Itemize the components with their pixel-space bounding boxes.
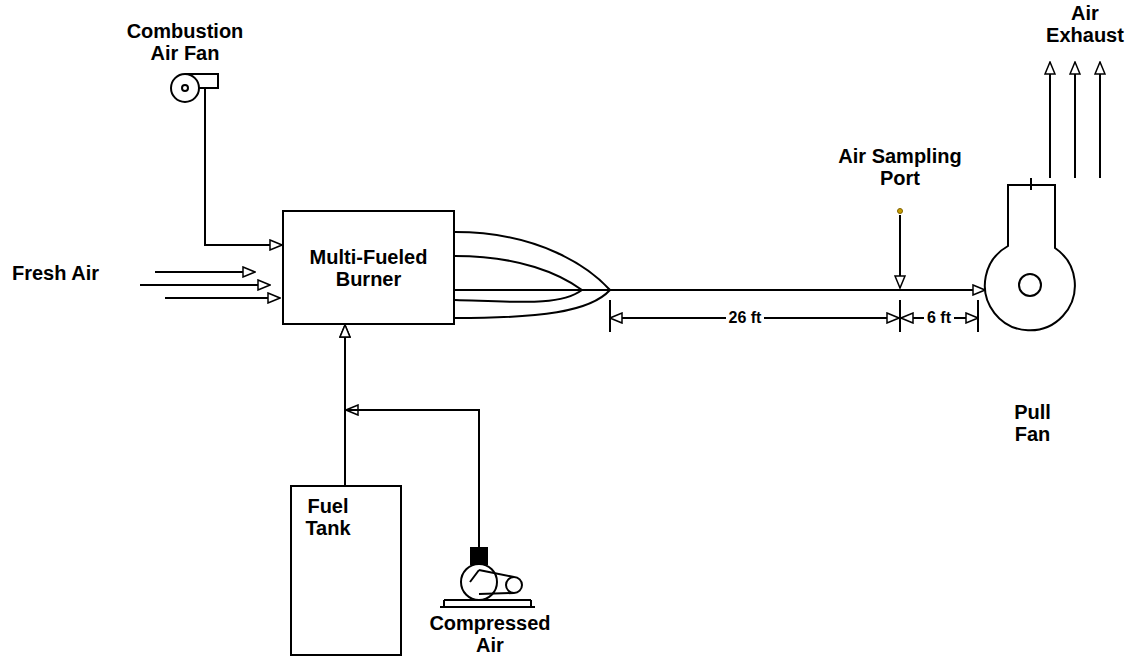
node-text: Pull Fan — [1005, 401, 1060, 445]
tank-box: Fuel Tank — [290, 485, 402, 656]
pull-fan-group: Pull Fan — [985, 240, 1080, 445]
fan-label-group: Combustion Air Fan — [120, 20, 250, 88]
connector — [455, 289, 985, 291]
sampling-port-dot — [898, 209, 903, 214]
exhaust-arrow — [1099, 62, 1101, 178]
dimension-tick — [977, 300, 979, 332]
pull-fan-housing — [985, 185, 1075, 330]
sampling-port-leader — [899, 215, 901, 288]
fan-outlet — [185, 74, 218, 88]
node-text: Combustion Air Fan — [120, 20, 250, 64]
compressor-group: Compressed Air — [425, 530, 555, 656]
dimension-text: 26 ft — [726, 309, 765, 326]
connector — [205, 88, 282, 245]
fresh-air-arrow — [165, 297, 280, 299]
dimension-tick — [609, 300, 611, 332]
pull-fan-notch — [1030, 178, 1032, 190]
fan-hub — [182, 85, 188, 91]
flow-label: Air Exhaust — [1035, 2, 1135, 46]
node-text: Multi-Fueled Burner — [289, 246, 449, 290]
exhaust-arrow — [1074, 62, 1076, 178]
compressor-belt — [470, 570, 514, 594]
burner-box: Multi-Fueled Burner — [282, 210, 455, 325]
pull-fan-hub — [1019, 274, 1041, 296]
flame-outer — [455, 232, 610, 318]
fan-housing — [171, 74, 199, 102]
node-text: Compressed Air — [425, 612, 555, 656]
flame-inner — [455, 256, 582, 302]
fresh-air-arrow — [140, 284, 270, 286]
fresh-air-arrow — [155, 271, 255, 273]
flow-label: Fresh Air — [12, 262, 142, 284]
compressor-pulley — [506, 577, 522, 593]
compressor-motor — [471, 548, 487, 564]
dimension-label: 26 ft — [710, 308, 780, 328]
node-text: Fuel Tank — [298, 495, 358, 539]
compressor-base — [440, 600, 535, 607]
port-label: Air Sampling Port — [830, 145, 970, 189]
exhaust-arrow — [1049, 62, 1051, 178]
dimension-label: 6 ft — [913, 308, 965, 328]
dimension-text: 6 ft — [924, 309, 954, 326]
dimension-tick — [899, 300, 901, 332]
